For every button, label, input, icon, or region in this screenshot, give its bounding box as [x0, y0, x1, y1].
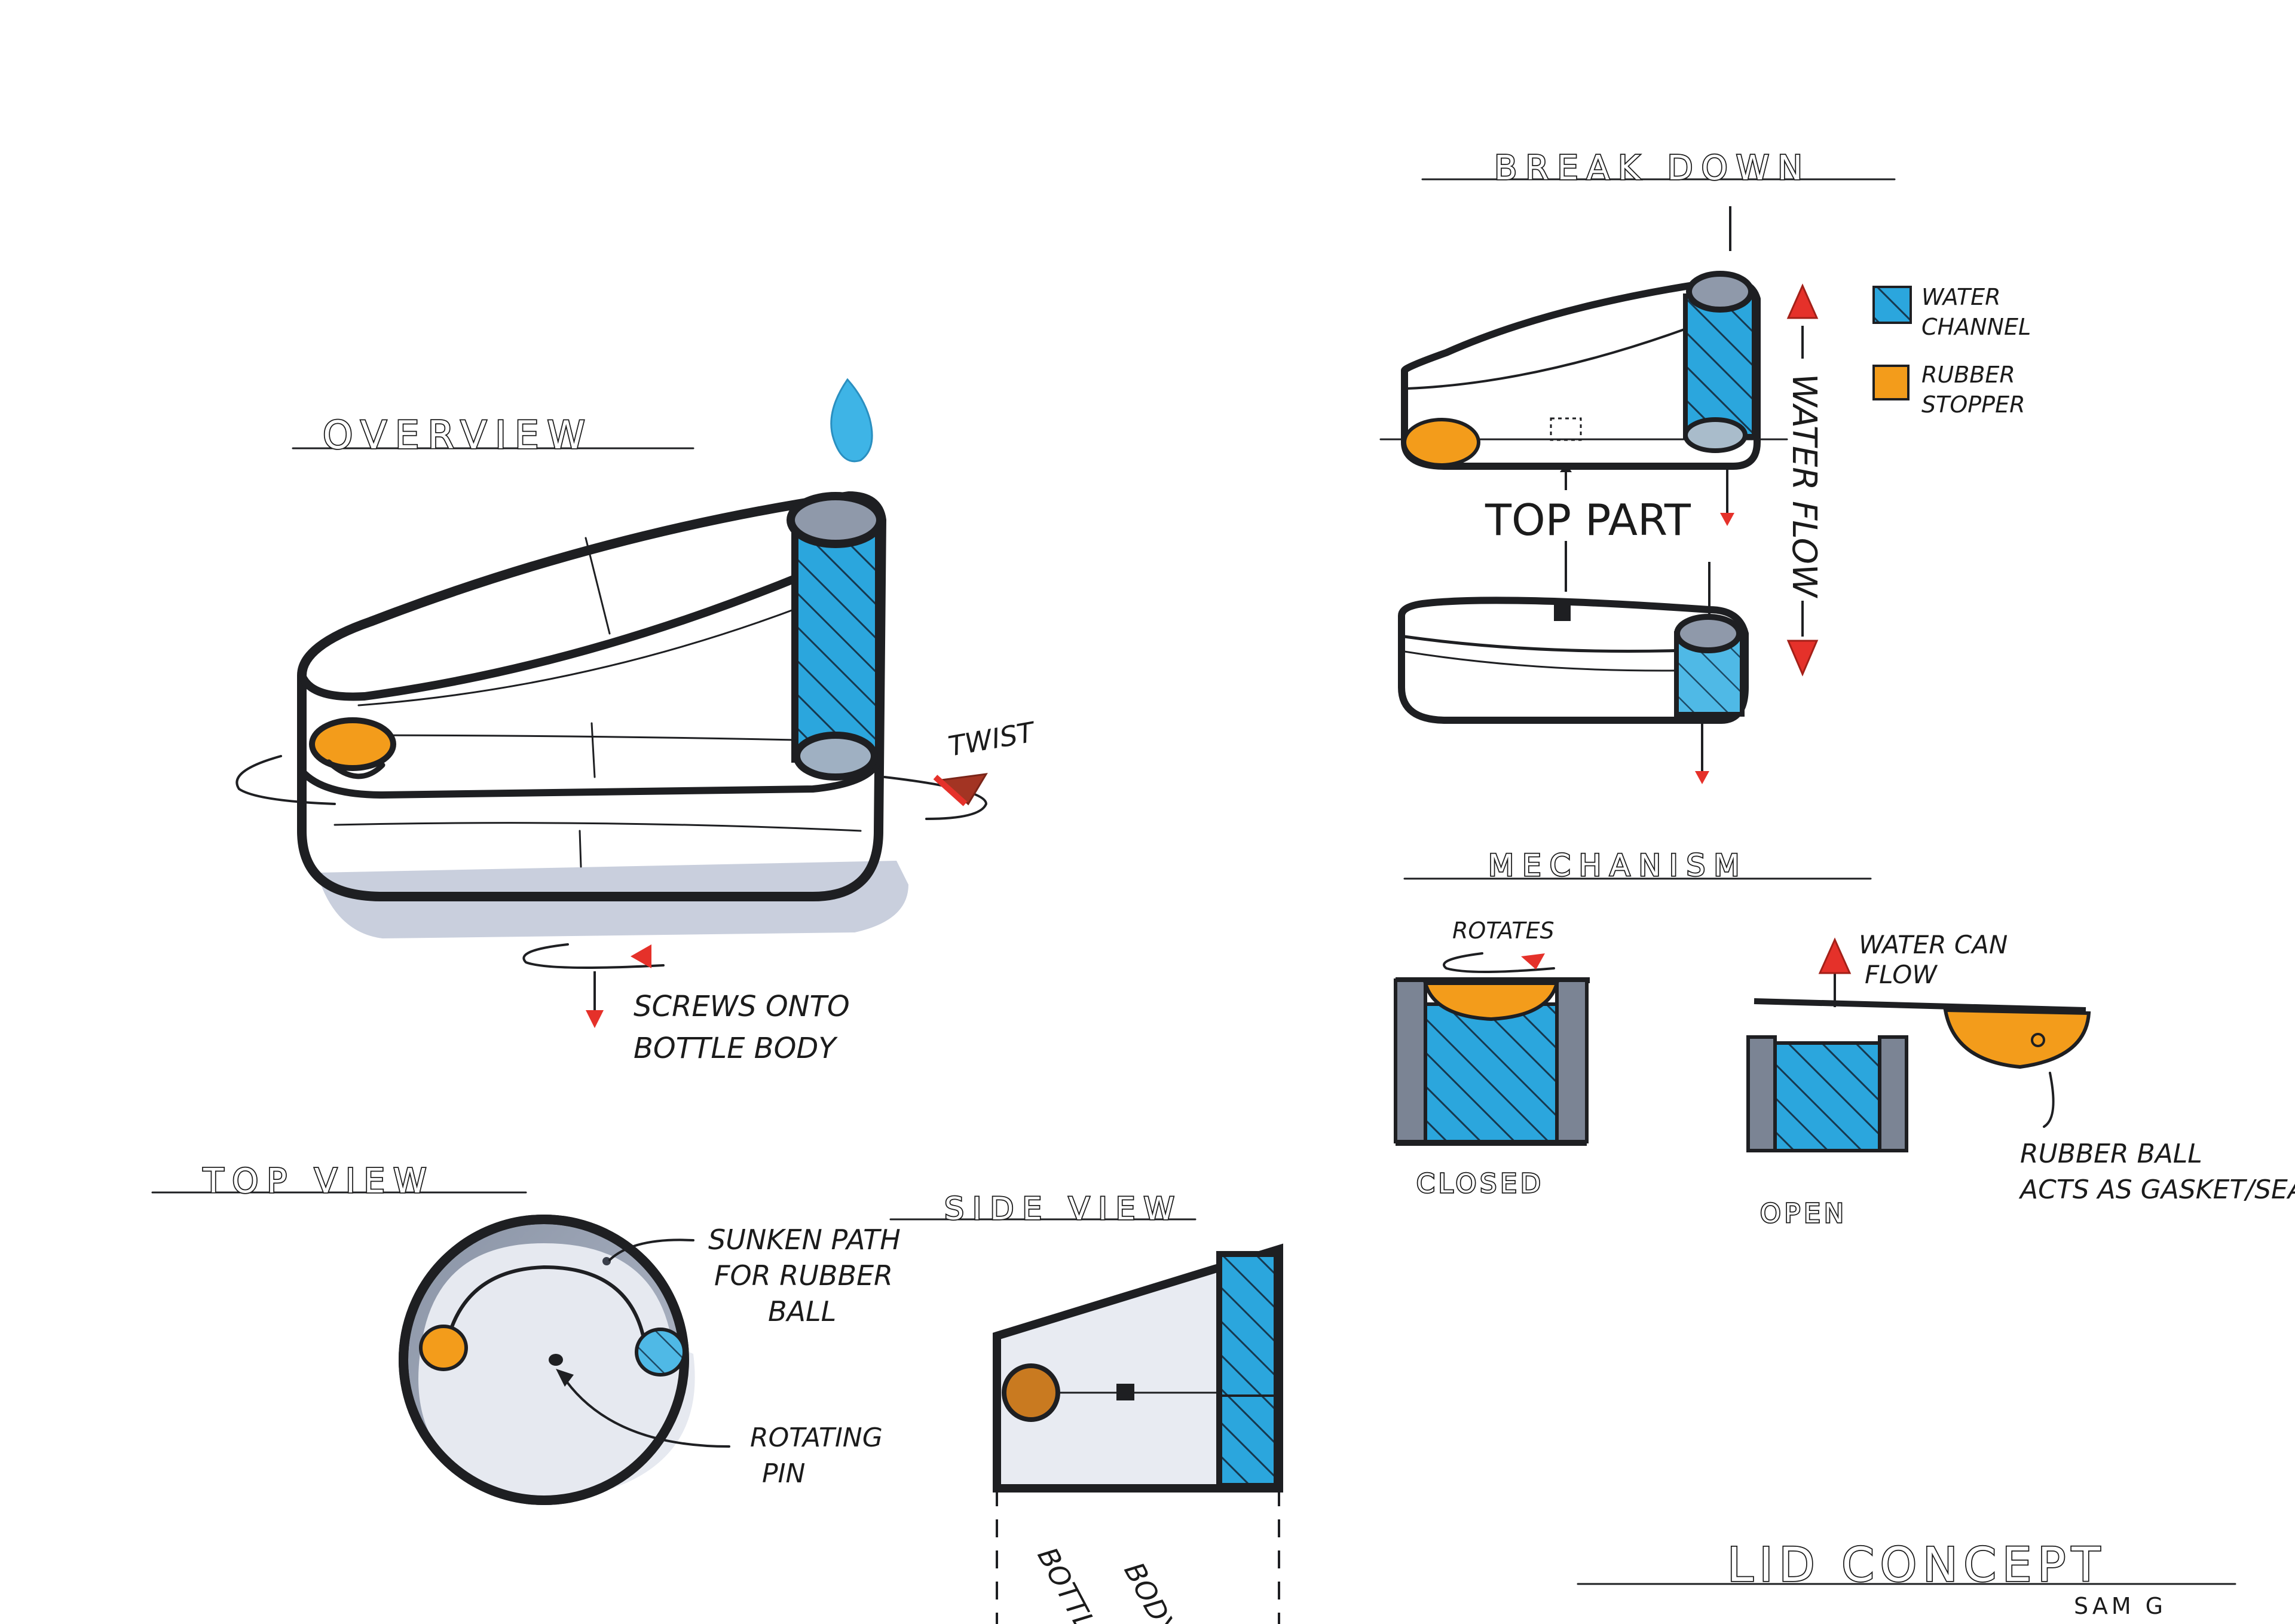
mechanism-section: MECHANISM ROTATES CLOSED WATER CAN FLOW …: [1394, 847, 2295, 1230]
screw-note-line2: BOTTLE BODY: [634, 1032, 838, 1065]
legend-rubber-stopper-line2: STOPPER: [1921, 392, 2025, 418]
rotates-arrow-icon: [1521, 953, 1545, 969]
top-view-water-channel: [635, 1328, 686, 1377]
top-part-label: TOP PART: [1485, 495, 1691, 545]
rotates-label: ROTATES: [1452, 917, 1555, 944]
flow-up-arrow-icon: [1786, 283, 1819, 319]
mechanism-heading: MECHANISM: [1488, 848, 1748, 883]
side-view-water-channel: [1216, 1251, 1280, 1489]
author-signature: SAM G: [2074, 1593, 2167, 1619]
side-view-section: SIDE VIEW BOTTLE BODY: [889, 1190, 1283, 1624]
overview-section: OVERVIEW: [235, 378, 1039, 1065]
sunken-path-note-line3: BALL: [768, 1295, 836, 1328]
side-view-rubber-ball: [1002, 1363, 1060, 1422]
rubber-ball-note-line2: ACTS AS GASKET/SEAL: [2018, 1175, 2295, 1205]
legend-water-channel-line2: CHANNEL: [1921, 314, 2031, 340]
rotating-pin-note-line1: ROTATING: [750, 1423, 883, 1453]
rotating-pin-dot: [549, 1354, 563, 1366]
legend-water-channel-swatch: [1872, 286, 1912, 324]
break-down-heading: BREAK DOWN: [1494, 149, 1811, 188]
overview-water-channel: [791, 516, 882, 763]
screw-note-line1: SCREWS ONTO: [634, 990, 850, 1023]
bottle-body-label-line1: BOTTLE: [1031, 1542, 1110, 1624]
flow-down-arrow-icon: [1786, 640, 1819, 677]
overview-channel-top-opening: [787, 492, 885, 548]
screw-down-arrow-icon: [586, 1010, 604, 1028]
screw-orbit: [522, 943, 665, 969]
lid-overview-drawing: [297, 491, 886, 901]
break-down-bottom-part-drawing: [1398, 597, 1749, 724]
water-can-flow-line2: FLOW: [1865, 960, 1938, 989]
legend: WATER CHANNEL RUBBER STOPPER: [1872, 284, 2031, 418]
side-view-pin: [1116, 1384, 1134, 1400]
break-down-top-water-channel: [1683, 293, 1757, 439]
twist-label: TWIST: [946, 715, 1039, 763]
side-view-drawing: [993, 1243, 1283, 1624]
closed-rubber-ball: [1423, 981, 1559, 1022]
water-can-flow-arrow-icon: [1818, 937, 1852, 974]
legend-water-channel-line1: WATER: [1921, 284, 2001, 310]
top-view-rubber-ball: [419, 1325, 468, 1371]
water-can-flow-line1: WATER CAN: [1859, 930, 2008, 959]
sunken-path-note-line1: SUNKEN PATH: [708, 1224, 901, 1256]
sheet-title: LID CONCEPT: [1727, 1539, 2106, 1592]
sunken-path-note-line2: FOR RUBBER: [714, 1259, 893, 1292]
water-drop-icon: [830, 378, 873, 463]
open-label: OPEN: [1760, 1198, 1847, 1229]
top-view-section: TOP VIEW SUNKEN PATH FOR RUBBER BALL ROT…: [151, 1161, 901, 1505]
top-view-drawing: [399, 1215, 695, 1505]
break-down-top-part-drawing: [1379, 271, 1788, 470]
title-block: LID CONCEPT SAM G: [1577, 1537, 2236, 1619]
closed-water-channel: [1424, 1002, 1559, 1143]
open-water-channel: [1773, 1041, 1881, 1152]
rubber-ball-note-line1: RUBBER BALL: [2020, 1139, 2202, 1169]
closed-label: CLOSED: [1416, 1169, 1544, 1199]
open-rubber-ball: [1943, 1008, 2091, 1069]
break-down-rubber-stopper: [1403, 418, 1480, 467]
closed-state-drawing: [1394, 977, 1590, 1146]
screw-arrow-icon: [631, 944, 651, 968]
open-state-drawing: [1746, 998, 2091, 1152]
twist-orbit-left: [235, 755, 336, 805]
top-view-heading: TOP VIEW: [203, 1162, 434, 1201]
side-view-heading: SIDE VIEW: [944, 1191, 1183, 1227]
overview-rubber-ball: [309, 717, 396, 771]
rotating-pin-note-line2: PIN: [762, 1458, 805, 1489]
bottle-body-label-line2: BODY: [1118, 1557, 1184, 1624]
legend-rubber-stopper-line1: RUBBER: [1921, 362, 2015, 388]
break-down-section: BREAK DOWN TOP PART: [1379, 148, 2031, 784]
twist-orbit-right: [883, 776, 987, 820]
overview-heading: OVERVIEW: [323, 414, 593, 458]
legend-rubber-stopper-swatch: [1872, 365, 1910, 400]
water-flow-label: WATER FLOW: [1785, 374, 1823, 599]
